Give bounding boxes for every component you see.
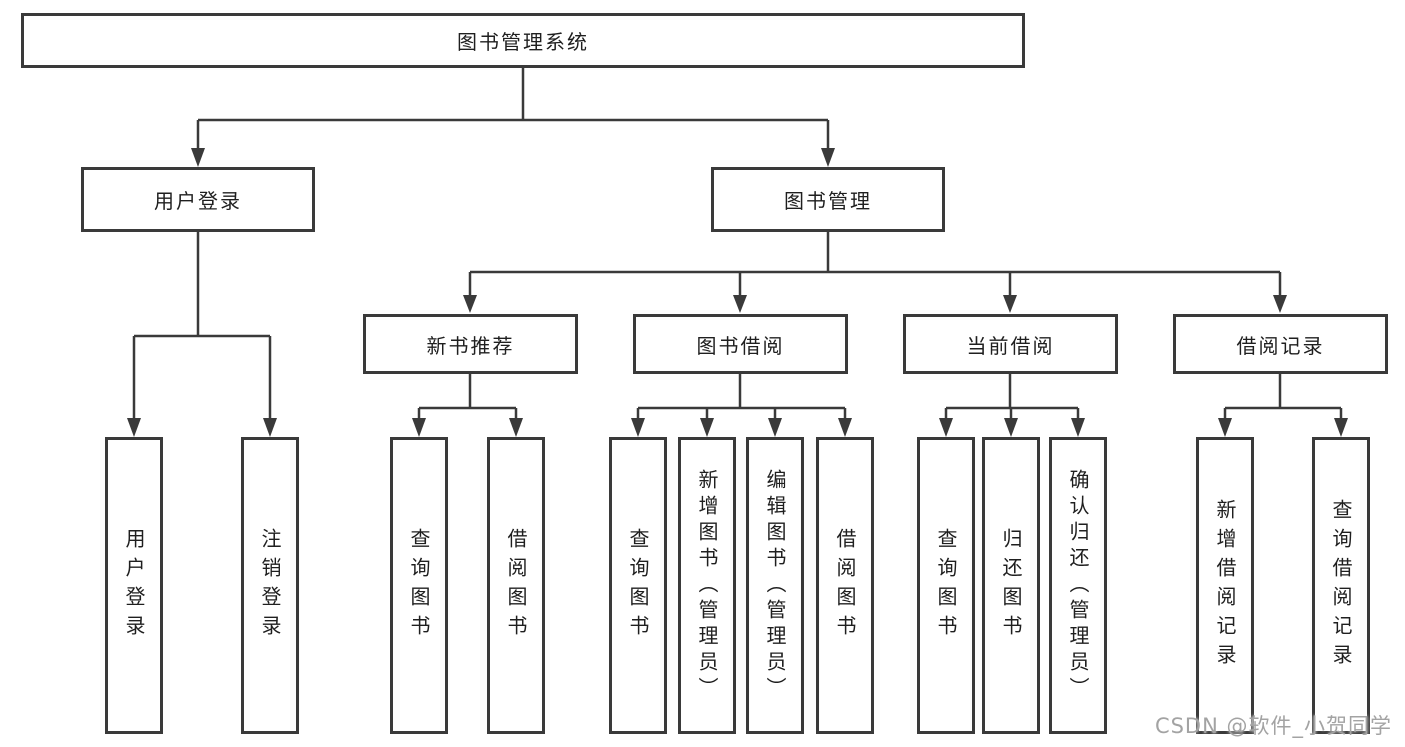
leaf-confirm-return-admin-label: 确认归还（管理员）: [1066, 468, 1090, 703]
arrowhead: [733, 295, 747, 313]
node-new-book-recommend-label: 新书推荐: [426, 333, 515, 358]
node-current-borrow-label: 当前借阅: [966, 333, 1055, 358]
arrowhead: [263, 418, 277, 437]
connector-newbook-to-leaves: [417, 374, 518, 420]
leaf-logout: 注销登录: [241, 437, 299, 734]
leaf-add-books-admin: 新增图书（管理员）: [678, 437, 736, 734]
arrowhead: [838, 418, 852, 437]
arrowhead: [768, 418, 782, 437]
node-borrow-records-label: 借阅记录: [1236, 333, 1325, 358]
leaf-return-books-label: 归还图书: [999, 527, 1023, 644]
node-book-management: 图书管理: [711, 167, 945, 232]
arrowhead: [191, 148, 205, 167]
leaf-query-books-recommend-label: 查询图书: [407, 527, 431, 644]
connector-userlogin-to-leaves: [132, 232, 272, 420]
connector-bookborrow-to-leaves: [636, 374, 847, 420]
leaf-query-books-current-label: 查询图书: [934, 527, 958, 644]
leaf-query-books-borrow: 查询图书: [609, 437, 667, 734]
leaf-query-borrow-record-label: 查询借阅记录: [1329, 498, 1353, 673]
node-user-login: 用户登录: [81, 167, 315, 232]
leaf-edit-books-admin: 编辑图书（管理员）: [746, 437, 804, 734]
node-book-borrow-label: 图书借阅: [696, 333, 785, 358]
node-new-book-recommend: 新书推荐: [363, 314, 578, 374]
leaf-borrow-books-recommend: 借阅图书: [487, 437, 545, 734]
arrowhead: [631, 418, 645, 437]
arrowhead: [1218, 418, 1232, 437]
leaf-query-borrow-record: 查询借阅记录: [1312, 437, 1370, 734]
node-book-borrow: 图书借阅: [633, 314, 848, 374]
node-borrow-records: 借阅记录: [1173, 314, 1388, 374]
node-book-management-label: 图书管理: [784, 189, 872, 213]
arrowhead: [463, 295, 477, 313]
arrowhead: [509, 418, 523, 437]
leaf-logout-label: 注销登录: [258, 527, 282, 644]
leaf-add-borrow-record-label: 新增借阅记录: [1213, 498, 1237, 673]
node-root: 图书管理系统: [21, 13, 1025, 68]
arrowhead: [412, 418, 426, 437]
leaf-add-books-admin-label: 新增图书（管理员）: [695, 468, 719, 703]
connector-currentborrow-to-leaves: [944, 374, 1080, 420]
leaf-return-books: 归还图书: [982, 437, 1040, 734]
arrowhead: [1071, 418, 1085, 437]
leaf-user-login-label: 用户登录: [122, 527, 146, 644]
arrowhead: [700, 418, 714, 437]
arrowhead: [127, 418, 141, 437]
arrowhead: [1003, 295, 1017, 313]
node-user-login-label: 用户登录: [154, 189, 242, 213]
csdn-watermark: CSDN @软件_小贺同学: [1154, 714, 1392, 738]
leaf-query-books-current: 查询图书: [917, 437, 975, 734]
node-current-borrow: 当前借阅: [903, 314, 1118, 374]
arrowhead: [821, 148, 835, 167]
arrowhead: [1334, 418, 1348, 437]
leaf-edit-books-admin-label: 编辑图书（管理员）: [763, 468, 787, 703]
leaf-query-books-borrow-label: 查询图书: [626, 527, 650, 644]
arrowhead: [1273, 295, 1287, 313]
leaf-borrow-books-label: 借阅图书: [833, 527, 857, 644]
leaf-query-books-recommend: 查询图书: [390, 437, 448, 734]
arrowhead: [1004, 418, 1018, 437]
connector-borrowrecords-to-leaves: [1223, 374, 1343, 420]
leaf-borrow-books: 借阅图书: [816, 437, 874, 734]
leaf-user-login: 用户登录: [105, 437, 163, 734]
leaf-add-borrow-record: 新增借阅记录: [1196, 437, 1254, 734]
node-root-label: 图书管理系统: [457, 30, 589, 54]
leaf-borrow-books-recommend-label: 借阅图书: [504, 527, 528, 644]
leaf-confirm-return-admin: 确认归还（管理员）: [1049, 437, 1107, 734]
arrowhead: [939, 418, 953, 437]
connector-bookmgmt-to-level3: [468, 232, 1282, 297]
connector-root-to-level2: [196, 68, 830, 150]
